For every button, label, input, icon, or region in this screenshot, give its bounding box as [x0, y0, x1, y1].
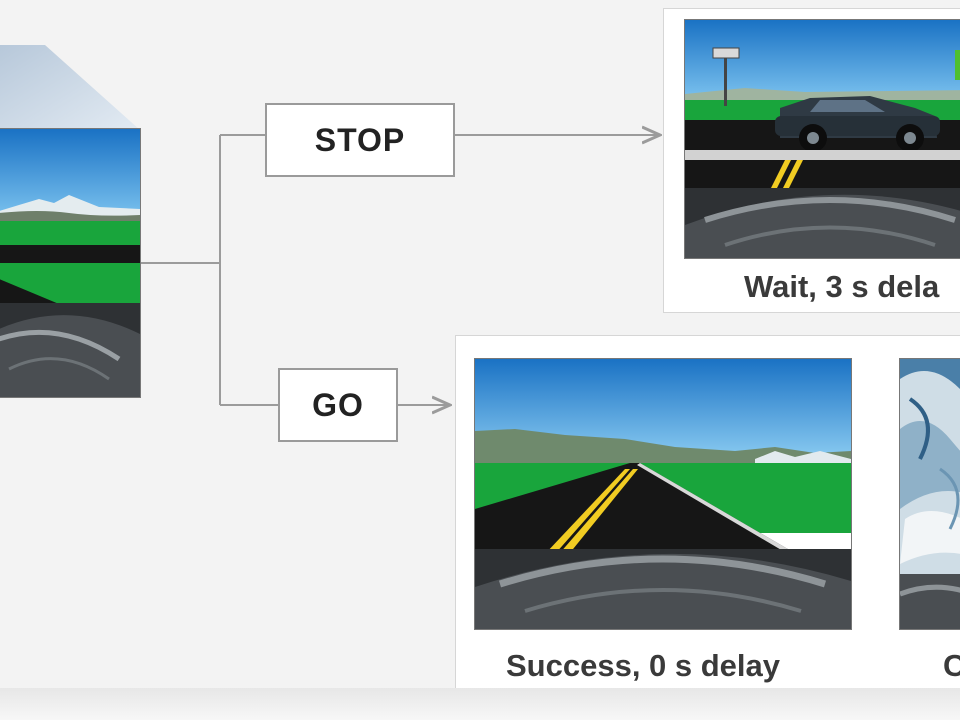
stop-label: STOP	[314, 121, 406, 158]
go-other-scene	[899, 358, 960, 630]
initial-scene-shadow	[0, 45, 140, 130]
go-success-caption: Success, 0 s delay	[506, 648, 781, 683]
go-success-scene	[474, 358, 852, 630]
stop-wait-scene	[684, 19, 960, 259]
go-outcome-panel: Success, 0 s delay C	[455, 335, 960, 692]
stop-outcome-caption: Wait, 3 s dela	[744, 269, 940, 304]
go-choice-box: GO	[278, 368, 398, 442]
stop-choice-box: STOP	[265, 103, 455, 177]
go-other-caption: C	[943, 648, 960, 683]
initial-driving-scene	[0, 128, 141, 398]
bottom-edge-fade	[0, 688, 960, 720]
stop-outcome-panel: Wait, 3 s dela	[663, 8, 960, 313]
go-label: GO	[312, 386, 364, 423]
